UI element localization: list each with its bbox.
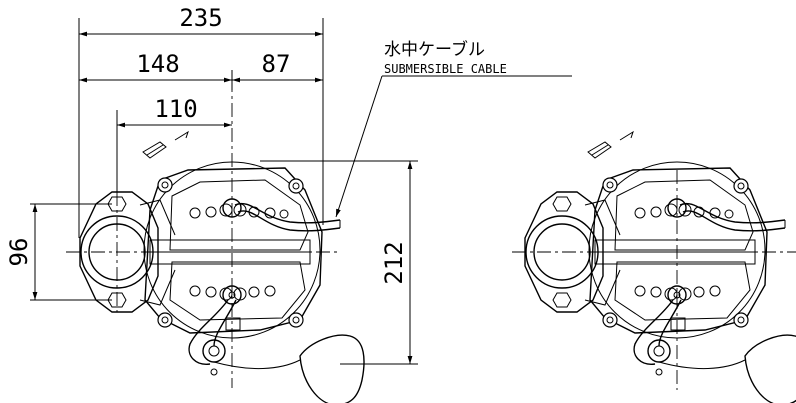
- pump-right-view: [512, 131, 796, 403]
- dim-overall-width: 235: [179, 4, 222, 32]
- dim-left-half: 148: [136, 50, 179, 78]
- dim-inner-width: 110: [154, 95, 197, 123]
- cable-label-jp: 水中ケーブル: [384, 39, 485, 60]
- dim-height-left: 96: [5, 238, 33, 267]
- dim-right-half: 87: [262, 50, 291, 78]
- dim-height-right: 212: [380, 241, 408, 284]
- dimension-lines: [30, 18, 572, 365]
- pump-left-view: [66, 78, 365, 403]
- cable-label-en: SUBMERSIBLE CABLE: [384, 62, 507, 76]
